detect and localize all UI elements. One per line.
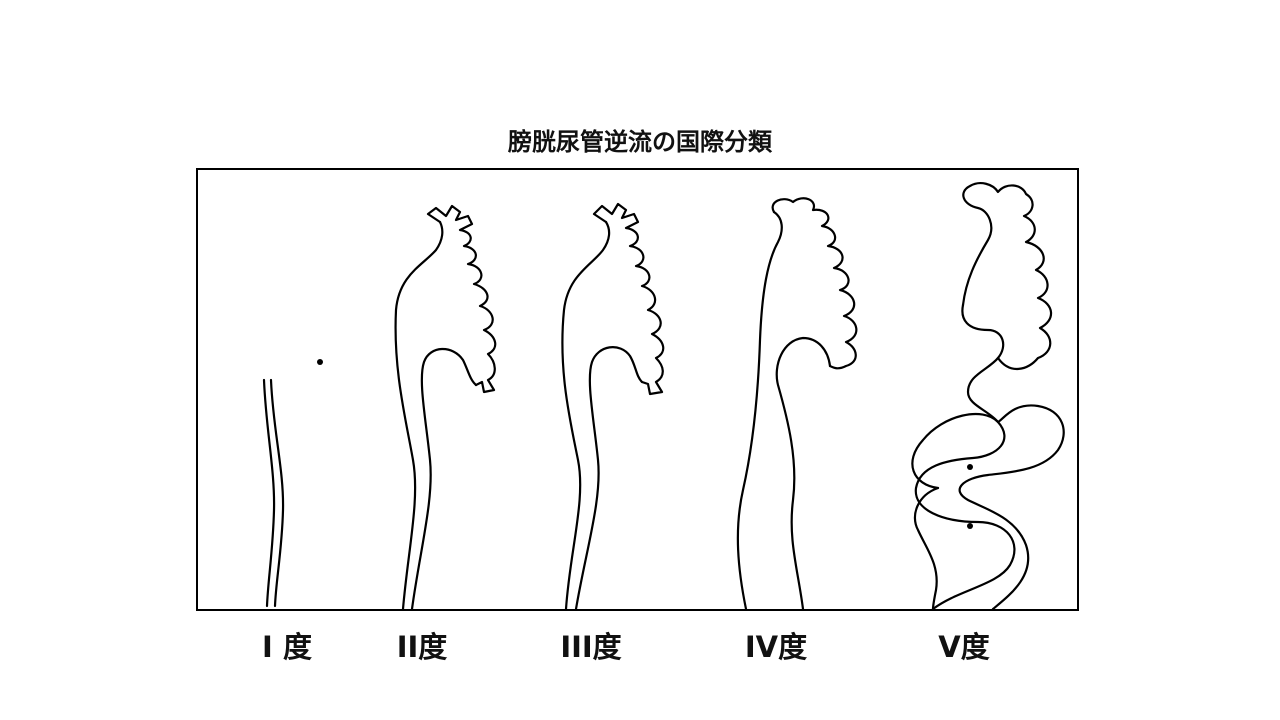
grade-3-illustration: [561, 202, 665, 609]
dot-marker: [967, 523, 973, 529]
grade-label-1: I 度: [262, 630, 312, 664]
diagram-frame: [196, 168, 1079, 611]
grade-5-illustration: [911, 182, 1065, 609]
grade-2-illustration: [394, 204, 497, 609]
dot-marker: [967, 464, 973, 470]
grade-label-3: III度: [560, 630, 622, 664]
grade-1-illustration: [262, 359, 323, 608]
grade-label-4: IV度: [744, 630, 808, 664]
diagram-title: 膀胱尿管逆流の国際分類: [508, 128, 772, 156]
grade-label-5: V度: [938, 630, 990, 664]
grade-4-illustration: [736, 197, 858, 609]
grade-label-2: II度: [396, 630, 448, 664]
dot-marker: [317, 359, 323, 365]
